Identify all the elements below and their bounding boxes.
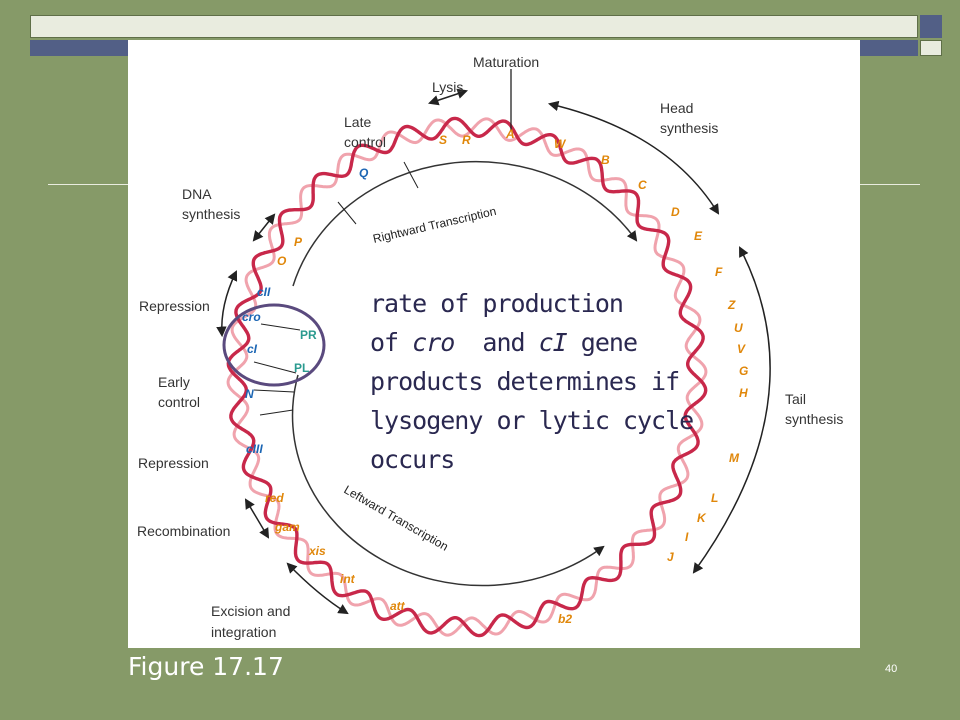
late-control-label-1: Late bbox=[344, 114, 372, 130]
tick-line bbox=[337, 201, 357, 225]
recombination-label: Recombination bbox=[137, 523, 231, 539]
gene-att: att bbox=[390, 599, 405, 613]
repression-top-arrow bbox=[216, 270, 238, 338]
gene-cI: cI bbox=[247, 342, 258, 356]
gene-A: A bbox=[506, 127, 515, 141]
figure-caption: Figure 17.17 bbox=[128, 652, 284, 681]
rightward-transcription-label: Rightward Transcription bbox=[372, 204, 498, 246]
gene-b2: b2 bbox=[558, 612, 573, 626]
divider-line-left bbox=[48, 184, 128, 185]
repression-bottom-label: Repression bbox=[138, 455, 209, 471]
gene-P: P bbox=[294, 235, 303, 249]
gene-cro: cro bbox=[242, 310, 261, 324]
gene-G: G bbox=[739, 364, 749, 378]
dna-synthesis-label-1: DNA bbox=[182, 186, 212, 202]
gene-Q: Q bbox=[359, 166, 369, 180]
head-synthesis-label-2: synthesis bbox=[660, 120, 719, 136]
page-number: 40 bbox=[885, 663, 898, 675]
diagram-graphics: Rightward Transcription Leftward Transcr… bbox=[216, 69, 771, 638]
annotation-text-part: gene bbox=[566, 328, 638, 357]
gene-V: V bbox=[737, 342, 746, 356]
gene-C: C bbox=[638, 178, 647, 192]
maturation-label: Maturation bbox=[473, 54, 540, 70]
gene-D: D bbox=[671, 205, 680, 219]
gene-N: N bbox=[245, 387, 254, 401]
gene-K: K bbox=[697, 511, 706, 525]
excision-label-2: integration bbox=[211, 624, 277, 640]
gene-cIII: cIII bbox=[246, 442, 263, 456]
gene-I: I bbox=[685, 530, 689, 544]
tail-synthesis-label-2: synthesis bbox=[785, 411, 844, 427]
tick-line bbox=[403, 161, 419, 189]
leftward-transcription-label: Leftward Transcription bbox=[342, 482, 451, 553]
gene-gam: gam bbox=[275, 520, 300, 534]
title-bar-corner-box bbox=[920, 15, 942, 38]
cro-ci-region-oval bbox=[222, 303, 326, 387]
annotation-line-5: occurs bbox=[370, 445, 455, 474]
tick-line bbox=[253, 389, 295, 393]
annotation-line-1: rate of production bbox=[370, 289, 624, 318]
lambda-genome-diagram: Rightward Transcription Leftward Transcr… bbox=[128, 40, 860, 648]
gene-E: E bbox=[694, 229, 703, 243]
gene-red: red bbox=[265, 491, 284, 505]
annotation-text: rate of production of cro and cI gene pr… bbox=[370, 284, 694, 479]
title-bar-corner-box-light bbox=[920, 40, 942, 56]
annotation-text-part: and bbox=[454, 328, 539, 357]
tick-line bbox=[260, 323, 301, 331]
head-synthesis-label-1: Head bbox=[660, 100, 694, 116]
dna-synthesis-arrow bbox=[252, 213, 276, 242]
dna-synthesis-label-2: synthesis bbox=[182, 206, 241, 222]
annotation-line-3: products determines if bbox=[370, 367, 680, 396]
tail-synthesis-arrow bbox=[692, 246, 771, 574]
late-control-label-2: control bbox=[344, 134, 387, 150]
gene-xis: xis bbox=[309, 544, 326, 558]
gene-int: int bbox=[340, 572, 355, 586]
divider-line-right bbox=[860, 184, 920, 185]
tail-synthesis-label-1: Tail bbox=[785, 391, 807, 407]
gene-H: H bbox=[739, 386, 748, 400]
gene-M: M bbox=[729, 451, 739, 465]
title-bar-top bbox=[30, 15, 918, 38]
repression-top-label: Repression bbox=[139, 298, 210, 314]
promoter-PL: PL bbox=[294, 361, 310, 375]
gene-B: B bbox=[601, 153, 610, 167]
excision-label-1: Excision and bbox=[211, 603, 291, 619]
lysis-arrow bbox=[428, 88, 468, 106]
recombination-arrow bbox=[244, 498, 270, 539]
head-synthesis-arrow bbox=[547, 100, 720, 215]
leftward-transcription-arrow bbox=[291, 374, 605, 587]
gene-U: U bbox=[734, 321, 743, 335]
gene-W: W bbox=[554, 137, 566, 151]
gene-L: L bbox=[711, 491, 719, 505]
excision-integration-arrow bbox=[286, 562, 349, 615]
tick-line bbox=[253, 361, 297, 374]
early-control-label-1: Early bbox=[158, 374, 190, 390]
annotation-line-2: of cro and cI gene bbox=[370, 323, 693, 362]
annotation-line-4: lysogeny or lytic cycle bbox=[370, 406, 694, 435]
annotation-gene-cro: cro bbox=[412, 328, 455, 357]
gene-Z: Z bbox=[728, 298, 736, 312]
gene-cII: cII bbox=[257, 285, 271, 299]
gene-O: O bbox=[277, 254, 287, 268]
gene-R: R bbox=[462, 133, 471, 147]
gene-F: F bbox=[715, 265, 723, 279]
gene-J: J bbox=[667, 550, 674, 564]
lysis-label: Lysis bbox=[432, 79, 464, 95]
annotation-gene-ci: cI bbox=[538, 328, 568, 357]
gene-S: S bbox=[439, 133, 448, 147]
annotation-text-part: of bbox=[370, 328, 413, 357]
promoter-PR: PR bbox=[300, 328, 317, 342]
tick-line bbox=[259, 409, 294, 416]
early-control-label-2: control bbox=[158, 394, 201, 410]
